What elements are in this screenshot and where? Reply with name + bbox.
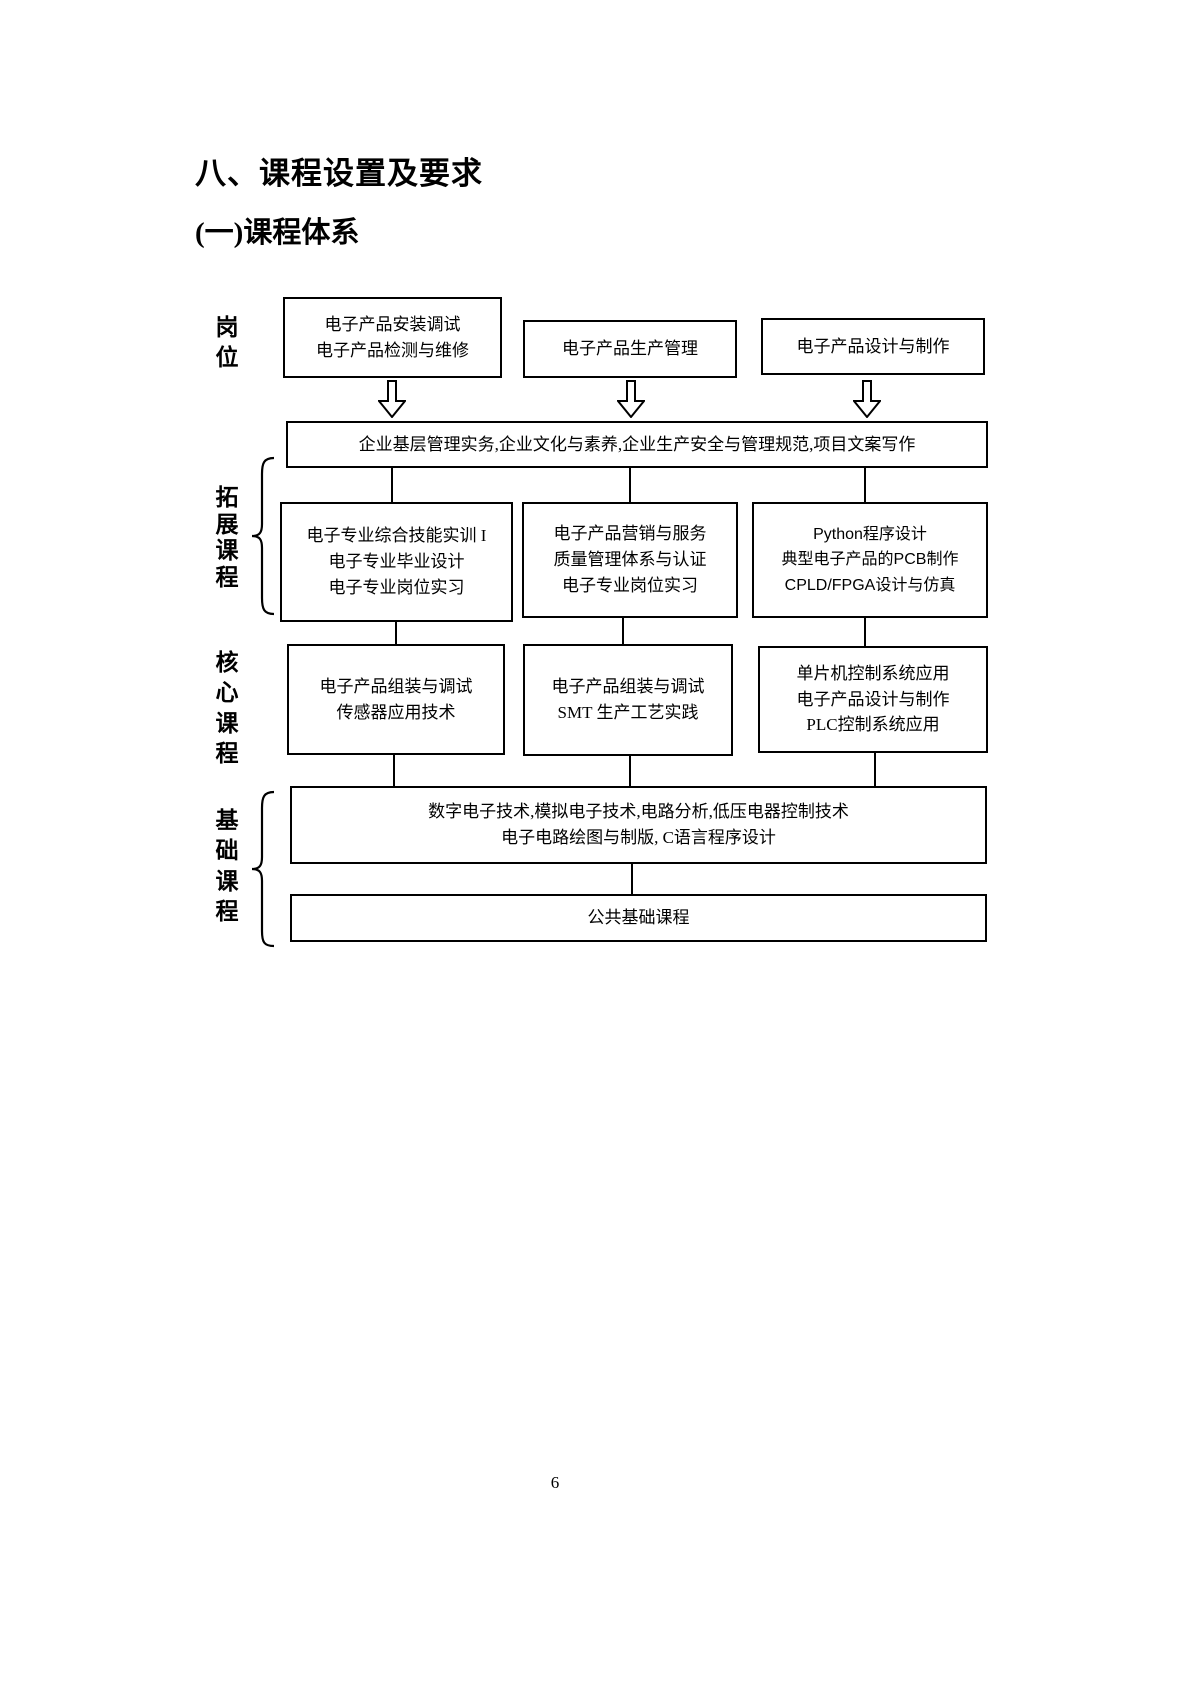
connector-line bbox=[864, 466, 866, 503]
bridge-box: 企业基层管理实务,企业文化与素养,企业生产安全与管理规范,项目文案写作 bbox=[286, 421, 988, 468]
core-box-1: 电子产品组装与调试 传感器应用技术 bbox=[287, 644, 505, 755]
connector-line bbox=[631, 863, 633, 895]
box-line: 电子电路绘图与制版, C语言程序设计 bbox=[501, 828, 776, 847]
connector-line bbox=[864, 617, 866, 648]
connector-line bbox=[395, 621, 397, 645]
job-box-1: 电子产品安装调试 电子产品检测与维修 bbox=[283, 297, 502, 378]
box-line: 电子专业毕业设计 bbox=[328, 552, 465, 572]
public-foundation-box: 公共基础课程 bbox=[290, 894, 987, 942]
box-line: 典型电子产品的PCB制作 bbox=[781, 551, 959, 569]
box-line: 电子产品营销与服务 bbox=[553, 524, 707, 544]
box-line: 电子专业岗位实习 bbox=[328, 577, 465, 597]
box-line: 电子产品生产管理 bbox=[562, 339, 698, 359]
box-line: 电子产品安装调试 bbox=[324, 314, 461, 334]
core-box-2: 电子产品组装与调试 SMT 生产工艺实践 bbox=[523, 644, 733, 756]
box-line: 电子产品设计与制作 bbox=[796, 336, 950, 356]
connector-line bbox=[622, 617, 624, 645]
row-label-foundation: 基础课程 bbox=[215, 808, 239, 925]
box-line: PLC控制系统应用 bbox=[806, 715, 940, 735]
box-line: 电子产品组装与调试 bbox=[551, 677, 705, 697]
foundation-box: 数字电子技术,模拟电子技术,电路分析,低压电器控制技术 电子电路绘图与制版, C… bbox=[290, 786, 987, 864]
subsection-heading: (一)课程体系 bbox=[195, 217, 360, 249]
box-line: Python程序设计 bbox=[813, 525, 927, 543]
box-line: SMT 生产工艺实践 bbox=[557, 703, 699, 722]
down-arrow-icon bbox=[617, 380, 645, 418]
expansion-box-1: 电子专业综合技能实训 I 电子专业毕业设计 电子专业岗位实习 bbox=[280, 502, 513, 622]
expansion-box-2: 电子产品营销与服务 质量管理体系与认证 电子专业岗位实习 bbox=[522, 502, 738, 618]
row-label-expansion: 拓展课程 bbox=[215, 485, 239, 591]
core-box-3: 单片机控制系统应用 电子产品设计与制作 PLC控制系统应用 bbox=[758, 646, 988, 753]
box-line: 电子产品组装与调试 bbox=[319, 676, 473, 696]
connector-line bbox=[629, 466, 631, 503]
row-label-jobs: 岗位 bbox=[215, 315, 239, 371]
box-line: 电子产品设计与制作 bbox=[796, 689, 950, 709]
box-line: 电子产品检测与维修 bbox=[316, 340, 469, 360]
box-line: 企业基层管理实务,企业文化与素养,企业生产安全与管理规范,项目文案写作 bbox=[358, 434, 916, 454]
box-line: CPLD/FPGA设计与仿真 bbox=[784, 576, 956, 594]
connector-line bbox=[874, 752, 876, 787]
left-brace-icon bbox=[251, 790, 275, 948]
row-label-core: 核心课程 bbox=[215, 650, 239, 767]
connector-line bbox=[629, 755, 631, 787]
box-line: 质量管理体系与认证 bbox=[553, 550, 707, 570]
down-arrow-icon bbox=[378, 380, 406, 418]
connector-line bbox=[391, 466, 393, 503]
box-line: 传感器应用技术 bbox=[336, 702, 456, 722]
box-line: 数字电子技术,模拟电子技术,电路分析,低压电器控制技术 bbox=[428, 802, 849, 822]
page-number: 6 bbox=[550, 1473, 560, 1492]
left-brace-icon bbox=[251, 456, 275, 616]
box-line: 单片机控制系统应用 bbox=[796, 663, 950, 683]
box-line: 公共基础课程 bbox=[587, 908, 690, 928]
connector-line bbox=[393, 754, 395, 787]
job-box-2: 电子产品生产管理 bbox=[523, 320, 737, 378]
box-line: 电子专业综合技能实训 I bbox=[306, 526, 487, 546]
section-heading: 八、课程设置及要求 bbox=[195, 156, 483, 191]
box-line: 电子专业岗位实习 bbox=[562, 575, 698, 595]
expansion-box-3: Python程序设计 典型电子产品的PCB制作 CPLD/FPGA设计与仿真 bbox=[752, 502, 988, 618]
job-box-3: 电子产品设计与制作 bbox=[761, 318, 985, 375]
down-arrow-icon bbox=[853, 380, 881, 418]
